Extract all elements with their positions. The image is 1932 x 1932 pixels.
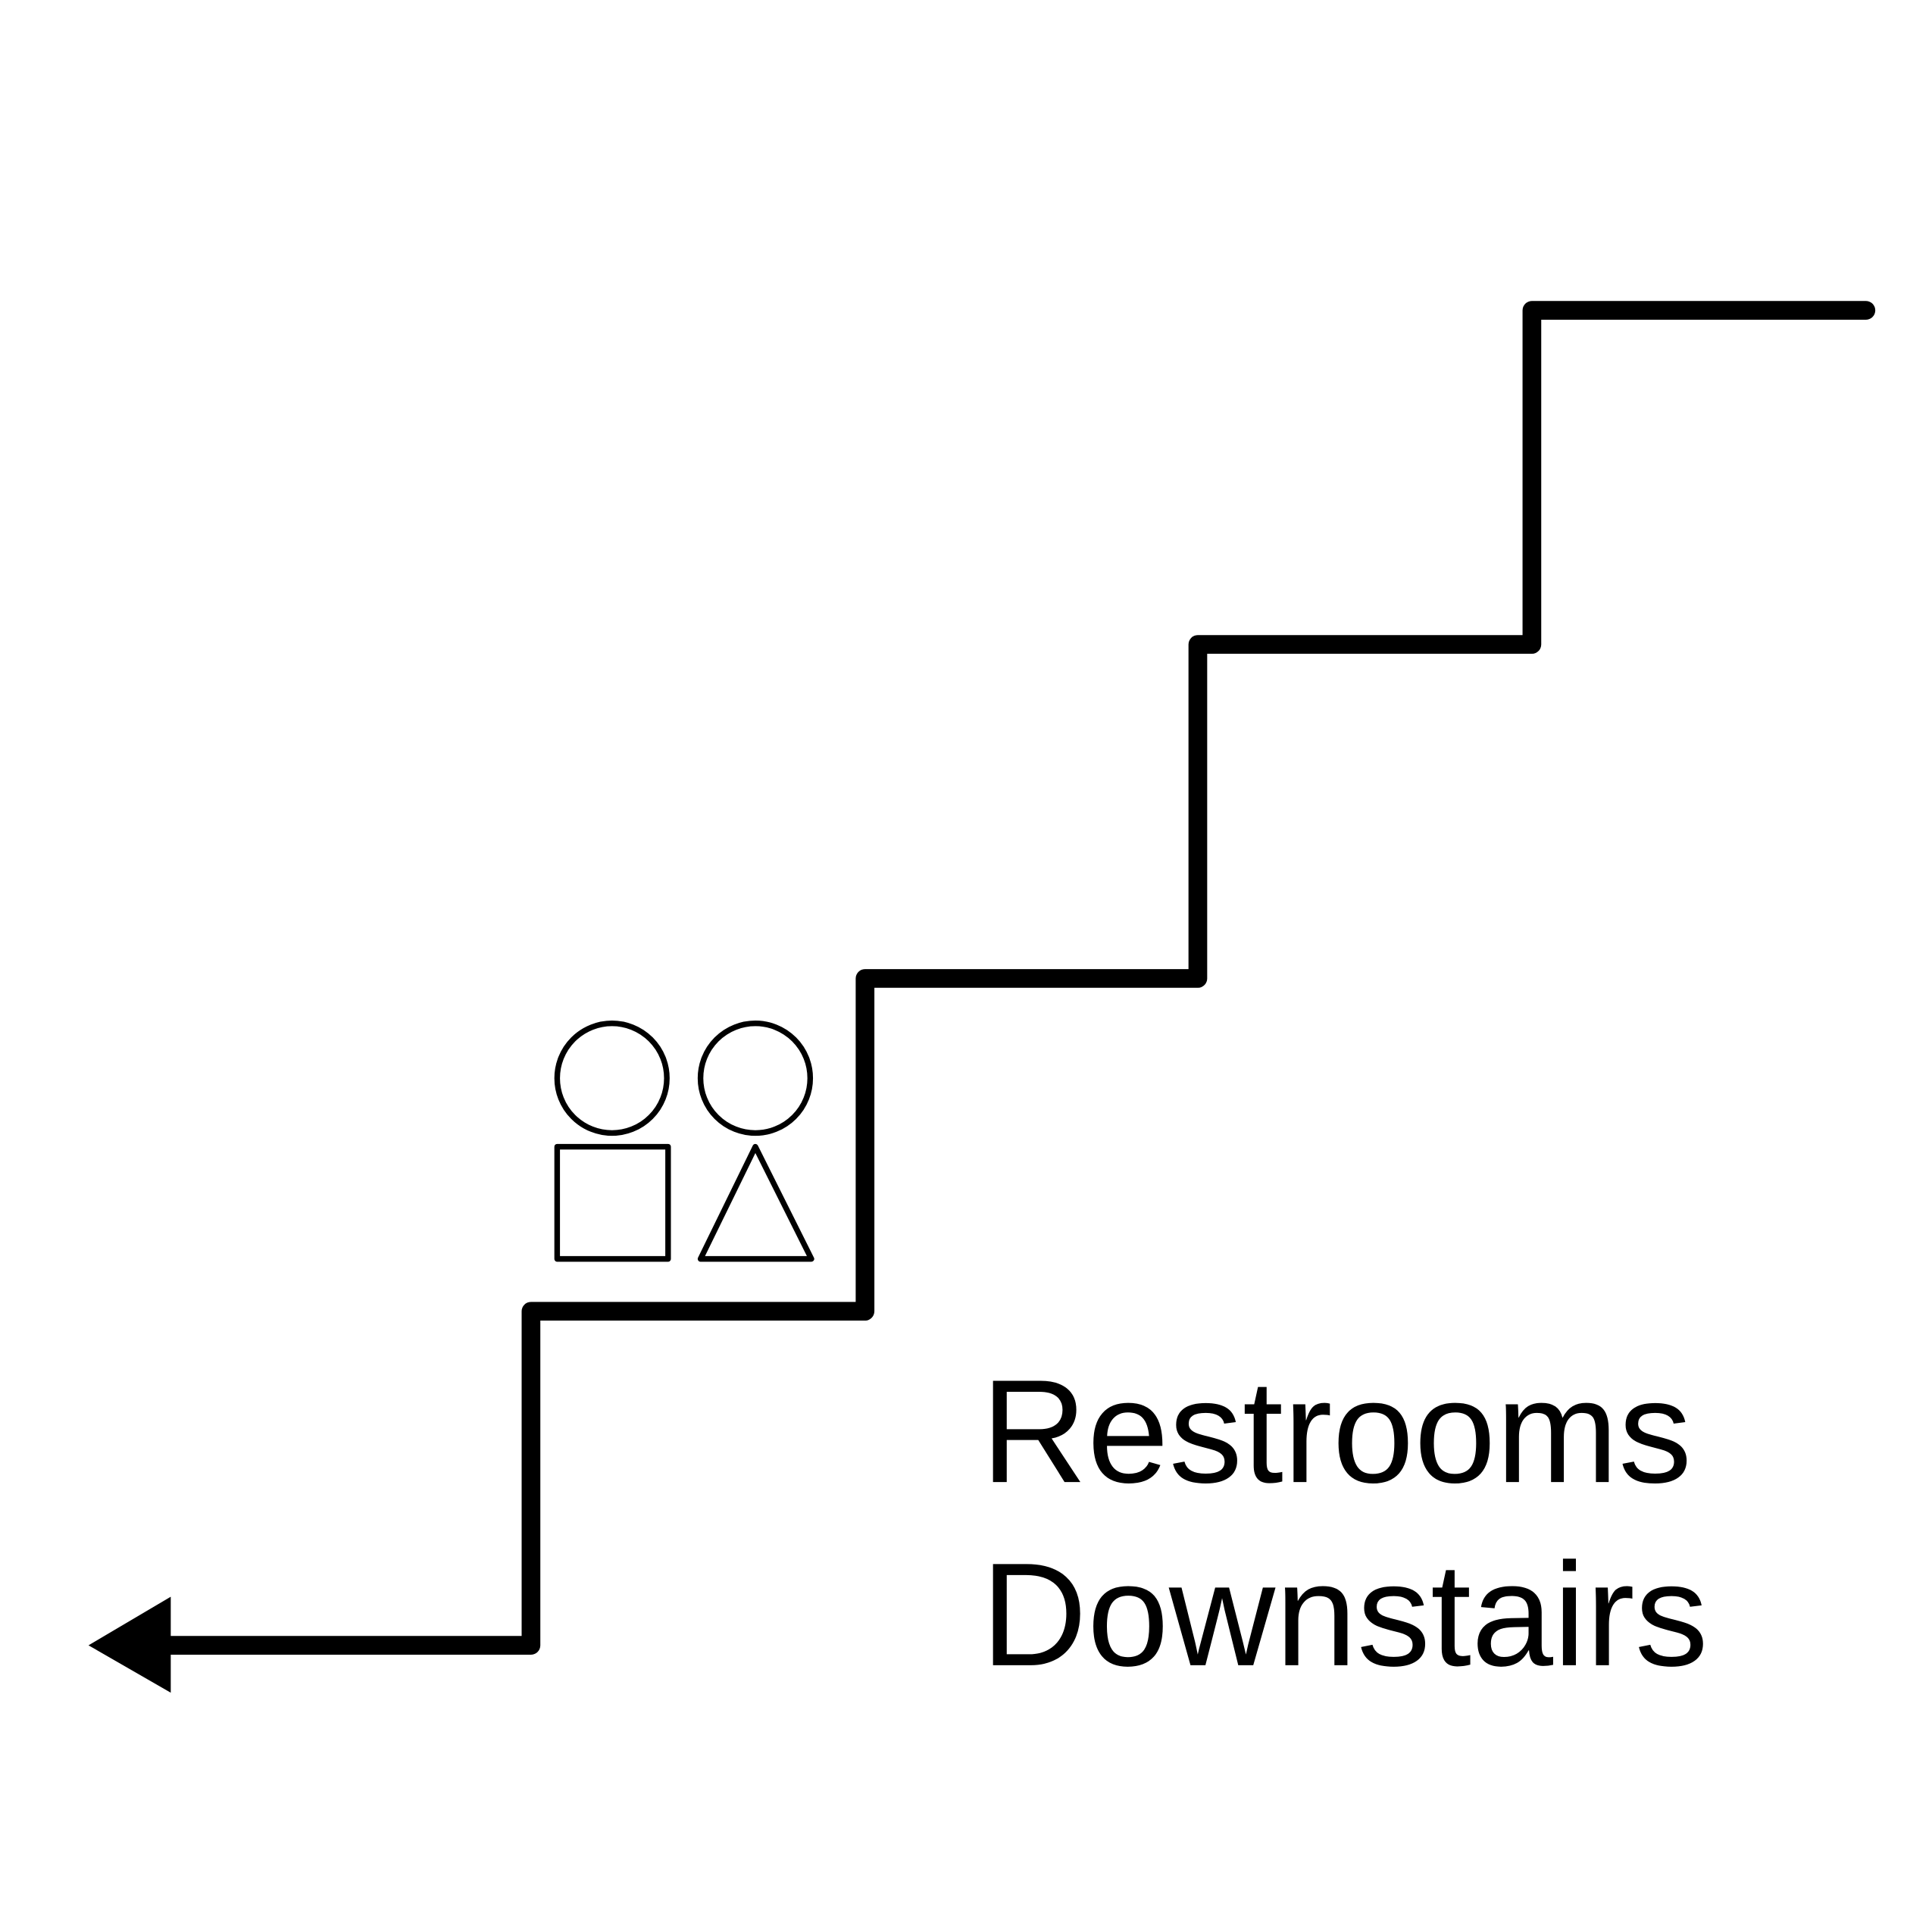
sign-line-restrooms: Restrooms <box>981 1349 1692 1514</box>
stairs-arrow-icon <box>88 301 1876 1693</box>
sign-line-downstairs: Downstairs <box>981 1533 1708 1697</box>
male-restroom-icon <box>554 1020 671 1262</box>
female-restroom-icon <box>697 1020 814 1262</box>
male-body <box>554 1143 671 1262</box>
female-head <box>697 1020 814 1136</box>
staircase-line <box>152 301 1876 1655</box>
arrow-head <box>88 1596 171 1693</box>
female-body <box>697 1143 814 1262</box>
male-head <box>554 1020 670 1136</box>
